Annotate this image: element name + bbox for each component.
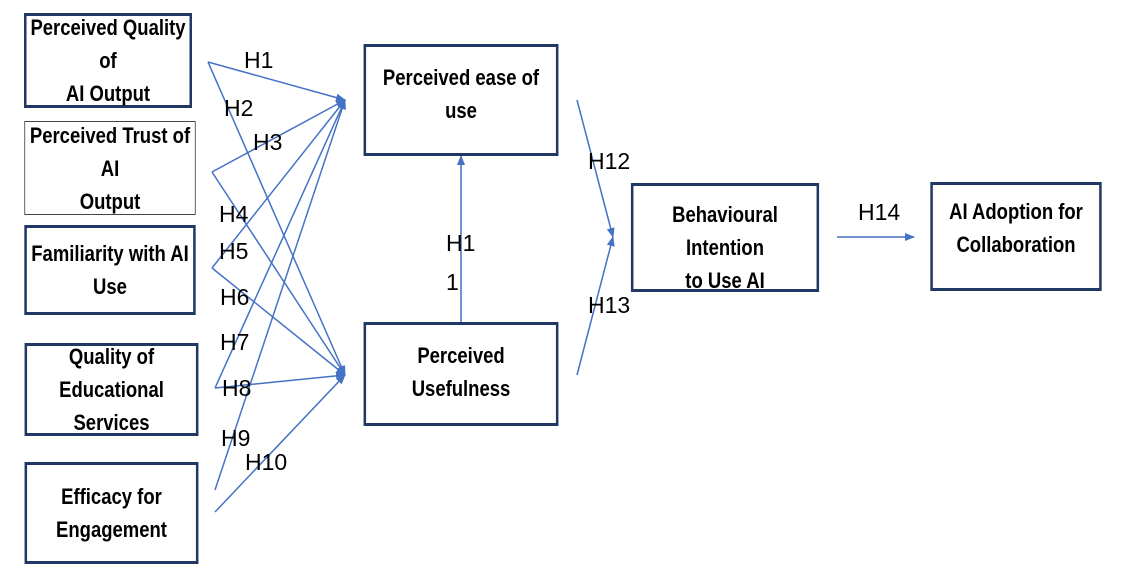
label-h9: H9: [221, 425, 250, 451]
label-h8: H8: [222, 375, 251, 401]
construct-ai-adoption: AI Adoption for Collaboration: [930, 182, 1102, 291]
label-h4: H4: [219, 201, 249, 227]
label-h10: H10: [245, 449, 287, 475]
construct-efficacy-engagement-label: Efficacy for Engagement: [56, 484, 167, 542]
link-quality-to-pu: [207, 61, 346, 376]
label-h3: H3: [253, 129, 282, 155]
construct-perceived-ease-of-use-label: Perceived ease of use: [382, 65, 540, 123]
label-h11-line1: H1: [446, 230, 475, 256]
label-h5: H5: [219, 238, 248, 264]
construct-behavioural-intention: Behavioural Intention to Use AI: [630, 183, 820, 293]
construct-educational-services-label: Quality of Educational Services: [59, 344, 164, 435]
construct-efficacy-engagement: Efficacy for Engagement: [24, 462, 199, 564]
construct-behavioural-intention-label: Behavioural Intention to Use AI: [672, 202, 778, 293]
label-h2: H2: [224, 95, 253, 121]
construct-trust-ai-output: Perceived Trust of AI Output: [24, 121, 196, 215]
construct-quality-ai-output-label: Perceived Quality of AI Output: [30, 15, 186, 106]
construct-ai-adoption-label: AI Adoption for Collaboration: [949, 199, 1083, 257]
label-h11-line2: 1: [446, 269, 459, 295]
label-h1: H1: [244, 47, 273, 73]
link-trust-to-peou: [211, 99, 346, 173]
link-trust-to-pu: [211, 171, 346, 376]
link-quality-to-peou: [207, 61, 346, 102]
link-efficacy-to-peou: [214, 99, 346, 491]
construct-perceived-usefulness-label: Perceived Usefulness: [411, 343, 511, 401]
construct-perceived-usefulness: Perceived Usefulness: [363, 322, 559, 426]
label-h6: H6: [220, 284, 249, 310]
label-h12: H12: [588, 148, 630, 174]
link-pu-to-bi: [576, 236, 615, 376]
label-h14: H14: [858, 199, 900, 225]
construct-educational-services: Quality of Educational Services: [24, 343, 199, 436]
construct-familiarity-ai-use-label: Familiarity with AI Use: [31, 241, 189, 299]
construct-quality-ai-output: Perceived Quality of AI Output: [24, 13, 192, 108]
link-efficacy-to-pu: [214, 374, 346, 513]
construct-trust-ai-output-label: Perceived Trust of AI Output: [29, 122, 191, 214]
construct-familiarity-ai-use: Familiarity with AI Use: [24, 225, 196, 315]
link-educational-to-pu: [214, 371, 346, 389]
link-familiarity-to-peou: [211, 99, 346, 269]
construct-perceived-ease-of-use: Perceived ease of use: [363, 44, 559, 156]
link-peou-to-bi: [576, 99, 615, 238]
link-familiarity-to-pu: [211, 267, 346, 376]
label-h7: H7: [220, 329, 249, 355]
link-educational-to-peou: [214, 99, 346, 389]
label-h13: H13: [588, 292, 630, 318]
